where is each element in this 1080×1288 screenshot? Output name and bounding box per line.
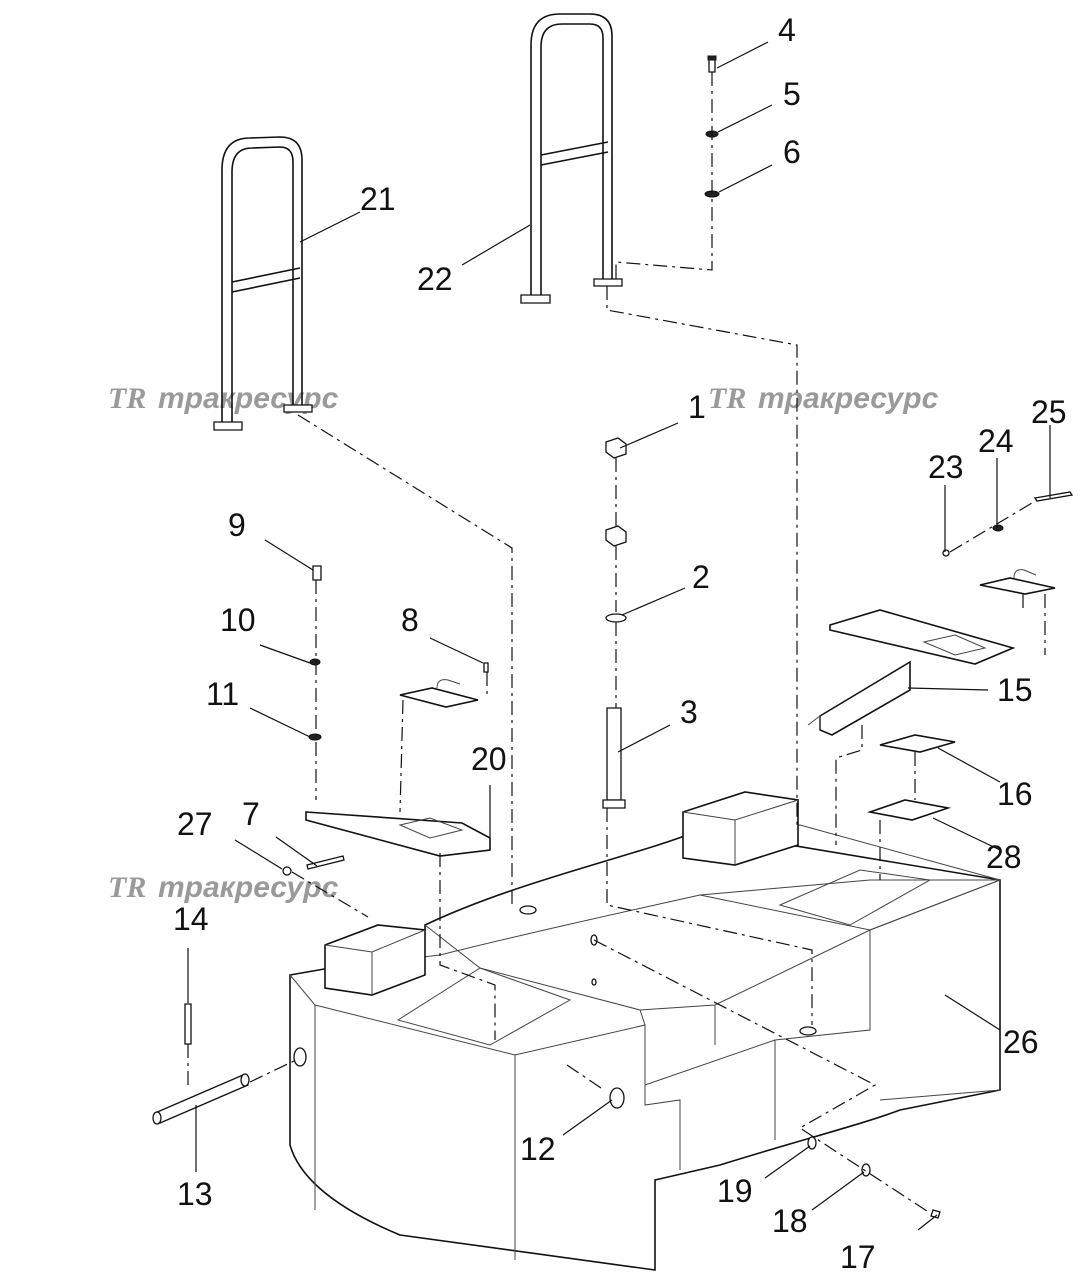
label-11: 11 — [206, 676, 239, 712]
label-16: 16 — [997, 776, 1033, 812]
label-27: 27 — [177, 806, 213, 842]
leader-lines — [187, 41, 1051, 1231]
label-4: 4 — [778, 12, 796, 48]
label-26: 26 — [1003, 1024, 1039, 1060]
bracket-8 — [399, 662, 496, 1040]
label-10: 10 — [220, 602, 256, 638]
bracket-25 — [942, 491, 1074, 655]
label-12: 12 — [520, 1131, 556, 1167]
bolt-stack-9-10-11 — [308, 565, 322, 800]
label-9: 9 — [228, 507, 246, 543]
label-7: 7 — [242, 796, 260, 832]
rod-stack-1-2-3 — [602, 437, 813, 1025]
step-plate-right — [829, 609, 1016, 665]
label-18: 18 — [772, 1203, 808, 1239]
bolt-stack-4-5-6 — [615, 55, 720, 282]
label-19: 19 — [717, 1173, 753, 1209]
label-20: 20 — [471, 741, 507, 777]
right-box — [682, 791, 799, 866]
label-14: 14 — [173, 901, 209, 937]
label-5: 5 — [783, 76, 801, 112]
label-24: 24 — [978, 423, 1014, 459]
watermark-logo: TR — [108, 871, 146, 904]
watermark-mid-left: TR тракресурс — [108, 871, 339, 904]
watermark-text: тракресурс — [158, 871, 339, 904]
label-17: 17 — [840, 1239, 876, 1275]
pads-16-28 — [866, 734, 956, 880]
handrail-21 — [213, 136, 313, 431]
label-3: 3 — [680, 694, 698, 730]
label-25: 25 — [1031, 394, 1067, 430]
watermark-logo: TR — [708, 382, 746, 415]
bolt-14 — [184, 1003, 192, 1090]
guide-lines — [297, 286, 798, 1091]
label-22: 22 — [417, 261, 453, 297]
label-1: 1 — [688, 389, 706, 425]
label-15: 15 — [997, 672, 1033, 708]
label-2: 2 — [692, 559, 710, 595]
label-6: 6 — [783, 134, 801, 170]
label-28: 28 — [986, 839, 1022, 875]
handrail-22 — [520, 13, 623, 304]
label-21: 21 — [360, 181, 396, 217]
part-labels: 1 2 3 4 5 6 7 8 9 10 11 12 13 14 15 16 1… — [173, 12, 1067, 1275]
step-plate-20 — [305, 811, 491, 857]
watermark-text: тракресурс — [758, 382, 939, 415]
watermark-logo: TR — [108, 382, 146, 415]
label-23: 23 — [928, 449, 964, 485]
dowel-13 — [152, 1059, 297, 1125]
watermark-top-right: TR тракресурс — [708, 382, 939, 415]
baffle-15 — [807, 660, 911, 845]
label-8: 8 — [401, 602, 419, 638]
label-13: 13 — [177, 1176, 213, 1212]
tank-body — [289, 824, 1002, 1271]
left-box — [324, 924, 426, 996]
